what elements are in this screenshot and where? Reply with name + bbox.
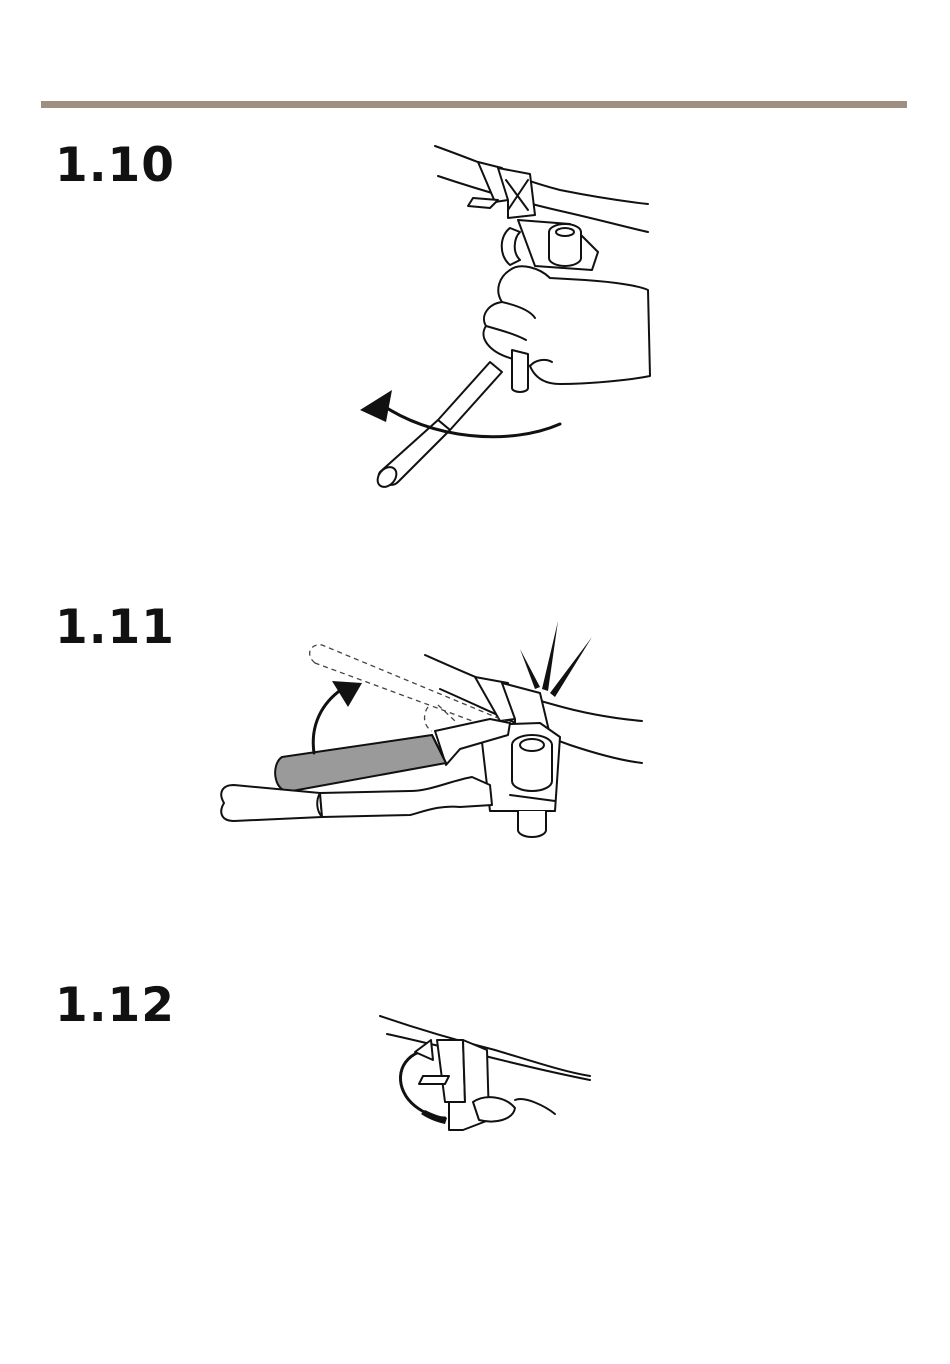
top-divider xyxy=(41,101,907,108)
step-number-1-12: 1.12 xyxy=(55,982,175,1029)
step-number-1-10: 1.10 xyxy=(55,142,175,189)
strap-bend-over-icon xyxy=(375,1010,600,1135)
strap-tool-hand-rotate-icon xyxy=(330,140,690,500)
strap-tool-lever-cut-icon xyxy=(210,615,660,850)
step-number-1-11: 1.11 xyxy=(55,604,175,651)
